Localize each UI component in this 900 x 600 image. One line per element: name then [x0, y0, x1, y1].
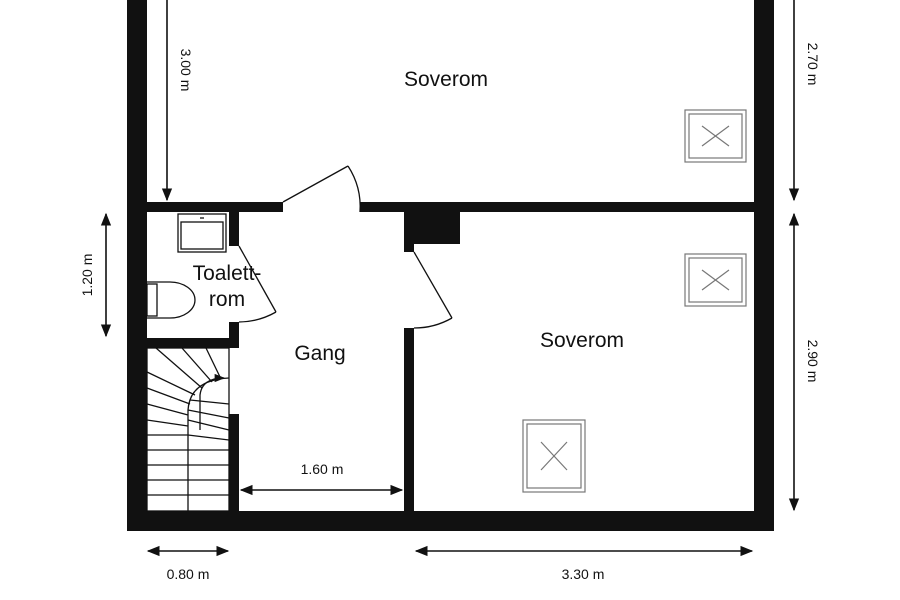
skylights [522, 109, 747, 493]
interior-wall-top-left [147, 202, 283, 212]
dim-label-top-left: 3.00 m [178, 49, 194, 92]
staircase [146, 347, 230, 512]
room-label-toilet-line2: rom [209, 288, 245, 311]
interior-wall-top-right [360, 202, 754, 212]
outer-wall-right [754, 0, 774, 531]
dim-label-bottom-right: 3.30 m [562, 566, 605, 582]
stair-direction-arrow [199, 373, 226, 430]
door-right-leaf [413, 251, 453, 319]
chimney [404, 212, 460, 244]
room-label-bedroom-top: Soverom [404, 68, 488, 91]
room-label-toilet-line1: Toalett- [193, 262, 262, 285]
room-label-bedroom-right: Soverom [540, 329, 624, 352]
dim-label-left: 1.20 m [79, 254, 95, 297]
toilet-icon [147, 281, 196, 319]
fixtures [146, 213, 227, 319]
doors [238, 165, 453, 329]
door-top-leaf [282, 165, 349, 203]
outer-wall-left [127, 0, 147, 531]
door-right-swing [413, 317, 453, 329]
sink-basin [180, 221, 224, 250]
door-top-swing [347, 165, 361, 213]
dim-label-hall: 1.60 m [301, 461, 344, 477]
toilet-wall-right [229, 212, 239, 246]
dimension-lines [100, 0, 800, 557]
door-toilet-leaf [238, 245, 277, 313]
hall-bedroom-wall [404, 244, 414, 252]
walls [127, 0, 774, 531]
outer-wall-bottom [127, 511, 774, 531]
dim-label-top-right: 2.70 m [805, 43, 821, 86]
toilet-wall-bottom [147, 338, 239, 348]
dim-label-right: 2.90 m [805, 340, 821, 383]
door-toilet-swing [238, 311, 277, 323]
dim-label-bottom-left: 0.80 m [167, 566, 210, 582]
skylight-icon [684, 253, 747, 307]
room-label-hallway: Gang [294, 342, 345, 365]
sink-icon [177, 213, 227, 253]
hall-bedroom-wall-lower [404, 328, 414, 511]
skylight-icon [522, 419, 586, 493]
toilet-wall-right-lower [229, 322, 239, 348]
stair-wall [229, 414, 239, 511]
skylight-icon [684, 109, 747, 163]
